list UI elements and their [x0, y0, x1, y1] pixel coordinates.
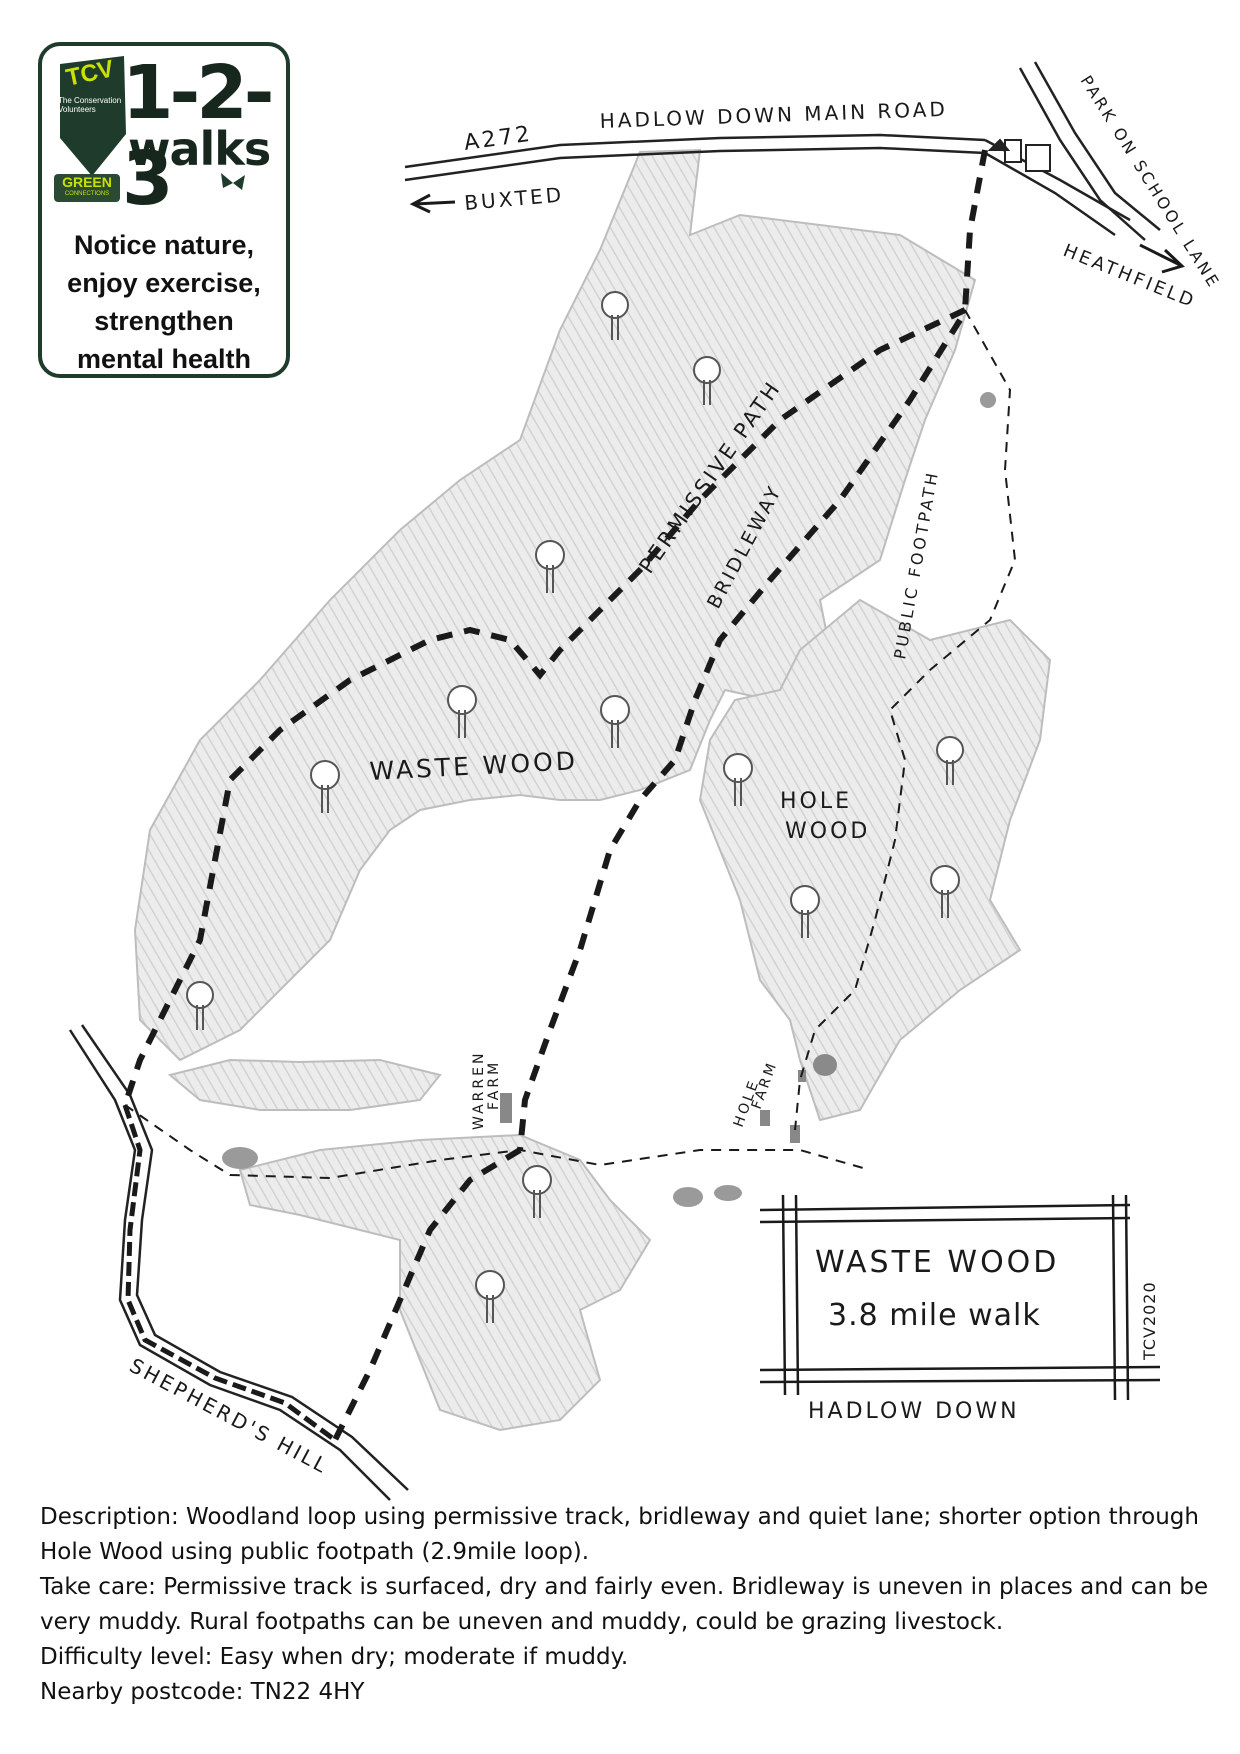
lane-strip	[167, 1058, 442, 1111]
butterfly-icon	[221, 173, 245, 190]
hole-wood-label-1: HOLE	[780, 789, 852, 814]
tagline-line: enjoy exercise,	[67, 268, 261, 298]
tree-icon	[723, 753, 753, 806]
tree-icon	[936, 736, 964, 785]
hole-wood-label-2: WOOD	[785, 819, 870, 844]
a272-east-edge-south	[984, 151, 1116, 237]
warren-farm-building	[500, 1093, 512, 1123]
shepherds-hill-route	[122, 1104, 337, 1443]
hole-farm-building	[760, 1110, 770, 1126]
tagline-line: mental health	[76, 344, 252, 374]
school-lane-edge-east	[1033, 61, 1161, 231]
heathfield-label: HEATHFIELD	[1060, 240, 1199, 312]
buxted-arrow-icon	[409, 193, 456, 214]
building	[1025, 144, 1051, 172]
pond	[222, 1147, 258, 1169]
walk-difficulty: Difficulty level: Easy when dry; moderat…	[40, 1644, 629, 1670]
a272-road-edge-north	[404, 133, 986, 169]
green-connections-title: GREEN	[62, 174, 112, 190]
tagline-line: Notice nature,	[73, 230, 255, 260]
walk-take-care: Take care: Permissive track is surfaced,…	[40, 1574, 1209, 1635]
permissive-path-route	[122, 307, 967, 1106]
map-credit: TCV2020	[1140, 1281, 1159, 1361]
shepherds-hill-label: SHEPHERD'S HILL	[126, 1353, 333, 1479]
public-footpath-route	[794, 309, 1017, 1131]
hole-farm-building	[790, 1125, 800, 1143]
map-subtitle: 3.8 mile walk	[828, 1298, 1041, 1333]
pond	[673, 1187, 703, 1207]
warren-farm-label-1: WARREN	[471, 1051, 487, 1130]
tcv-subtitle: The Conservation Volunteers	[58, 96, 122, 114]
green-connections-subtitle: CONNECTIONS	[64, 191, 110, 197]
routes	[122, 149, 1017, 1443]
tree-icon	[693, 356, 721, 405]
school-lane-edge-west	[1018, 67, 1146, 241]
tree-icon	[475, 1270, 505, 1323]
tree-icon	[790, 885, 820, 938]
waste-wood-area	[133, 148, 977, 1062]
tagline-line: strengthen	[94, 306, 234, 336]
ponds	[222, 392, 996, 1207]
pond	[813, 1054, 837, 1076]
south-link-route	[332, 1147, 522, 1442]
pond	[980, 392, 996, 408]
shepherds-hill-edge-west	[68, 1029, 391, 1501]
tree-icon	[601, 291, 629, 340]
walk-description: Description: Woodland loop using permiss…	[40, 1504, 1199, 1565]
green-connections-badge: GREEN CONNECTIONS	[54, 174, 120, 202]
buxted-label: BUXTED	[463, 182, 565, 215]
hole-wood-area	[698, 598, 1052, 1122]
tree-symbols	[186, 291, 964, 1323]
a272-road-edge-south	[404, 146, 986, 182]
walk-info: Description: Woodland loop using permiss…	[40, 1500, 1210, 1710]
south-wood-area	[238, 1133, 652, 1432]
village-buildings	[987, 138, 1051, 172]
tree-icon	[186, 981, 214, 1030]
walk-postcode: Nearby postcode: TN22 4HY	[40, 1679, 365, 1705]
tree-icon	[600, 695, 630, 748]
car-icon	[987, 138, 1011, 151]
tree-icon	[522, 1165, 552, 1218]
pond	[714, 1185, 742, 1201]
tree-icon	[535, 540, 565, 593]
shepherds-hill-edge-east	[80, 1024, 409, 1491]
tree-icon	[447, 685, 477, 738]
map-title-box	[759, 1194, 1161, 1401]
tree-icon	[930, 865, 960, 918]
walks-logo: TCV The Conservation Volunteers 1-2-3 wa…	[38, 42, 290, 378]
brand-numbers: 1-2-3	[122, 50, 274, 222]
brand-word: walks	[128, 122, 271, 176]
heathfield-arrow-icon	[1139, 243, 1185, 274]
roads	[68, 61, 1161, 1501]
map-title: WASTE WOOD	[815, 1245, 1059, 1280]
lane-footpath-route	[124, 1104, 871, 1180]
road-main-label: HADLOW DOWN MAIN ROAD	[599, 97, 948, 133]
warren-farm-label-2: FARM	[486, 1060, 502, 1110]
logo-tagline: Notice nature, enjoy exercise, strengthe…	[42, 226, 286, 378]
tree-icon	[310, 760, 340, 813]
map-location: HADLOW DOWN	[808, 1399, 1020, 1424]
tcv-pin-icon	[60, 56, 126, 176]
woodland-areas	[133, 148, 1052, 1432]
